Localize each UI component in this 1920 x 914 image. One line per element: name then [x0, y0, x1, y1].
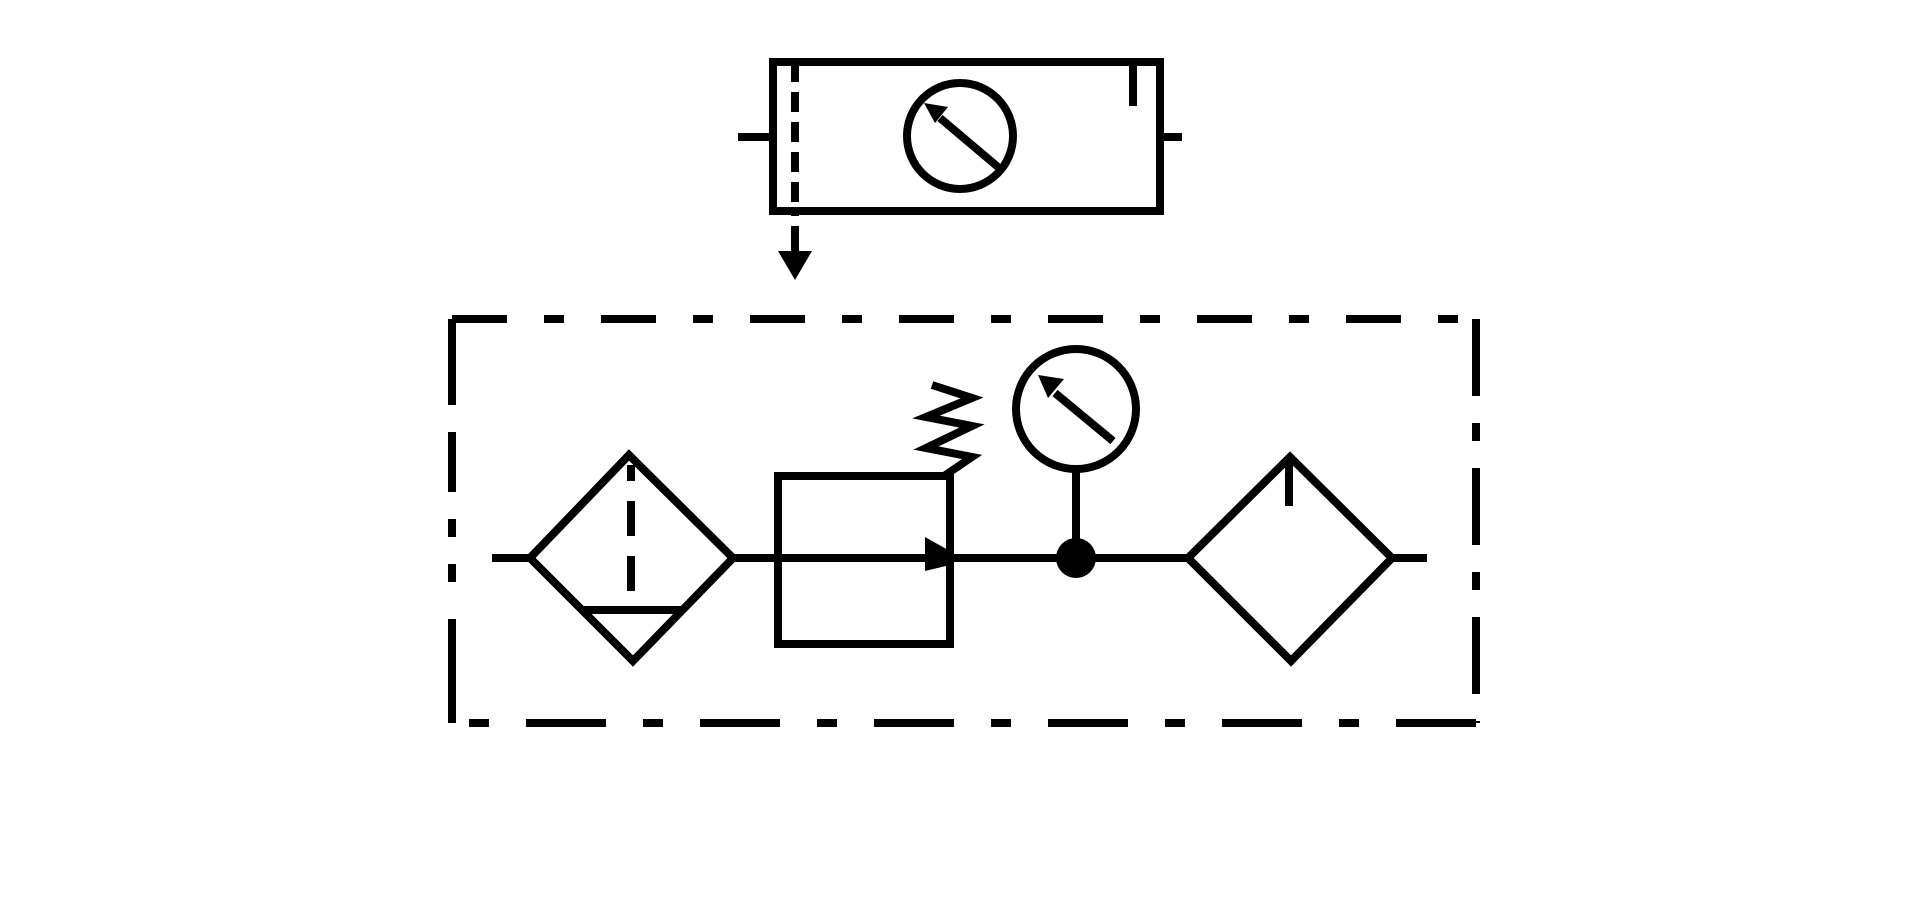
filter: [524, 449, 739, 667]
gauge-junction-dot: [1056, 538, 1096, 578]
regulator-flow-arrow: [925, 537, 950, 571]
lubricator-diamond: [1182, 451, 1398, 667]
indicator-needle: [937, 114, 1001, 171]
indicator-gauge-circle: [903, 79, 1017, 193]
lubricator: [1182, 451, 1398, 667]
regulator-spring: [912, 381, 985, 480]
pressure-gauge: [1012, 345, 1140, 578]
filter-diamond: [524, 449, 739, 667]
pressure-indicator-unit: [738, 58, 1182, 280]
indicator-pilot-arrow: [778, 251, 812, 280]
pressure-regulator: [774, 381, 985, 648]
gauge-circle: [1012, 345, 1140, 473]
gauge-needle-head: [1038, 375, 1064, 398]
gauge-needle: [1052, 389, 1116, 445]
service-unit-enclosure: [448, 315, 1480, 727]
indicator-needle-head: [924, 103, 948, 123]
